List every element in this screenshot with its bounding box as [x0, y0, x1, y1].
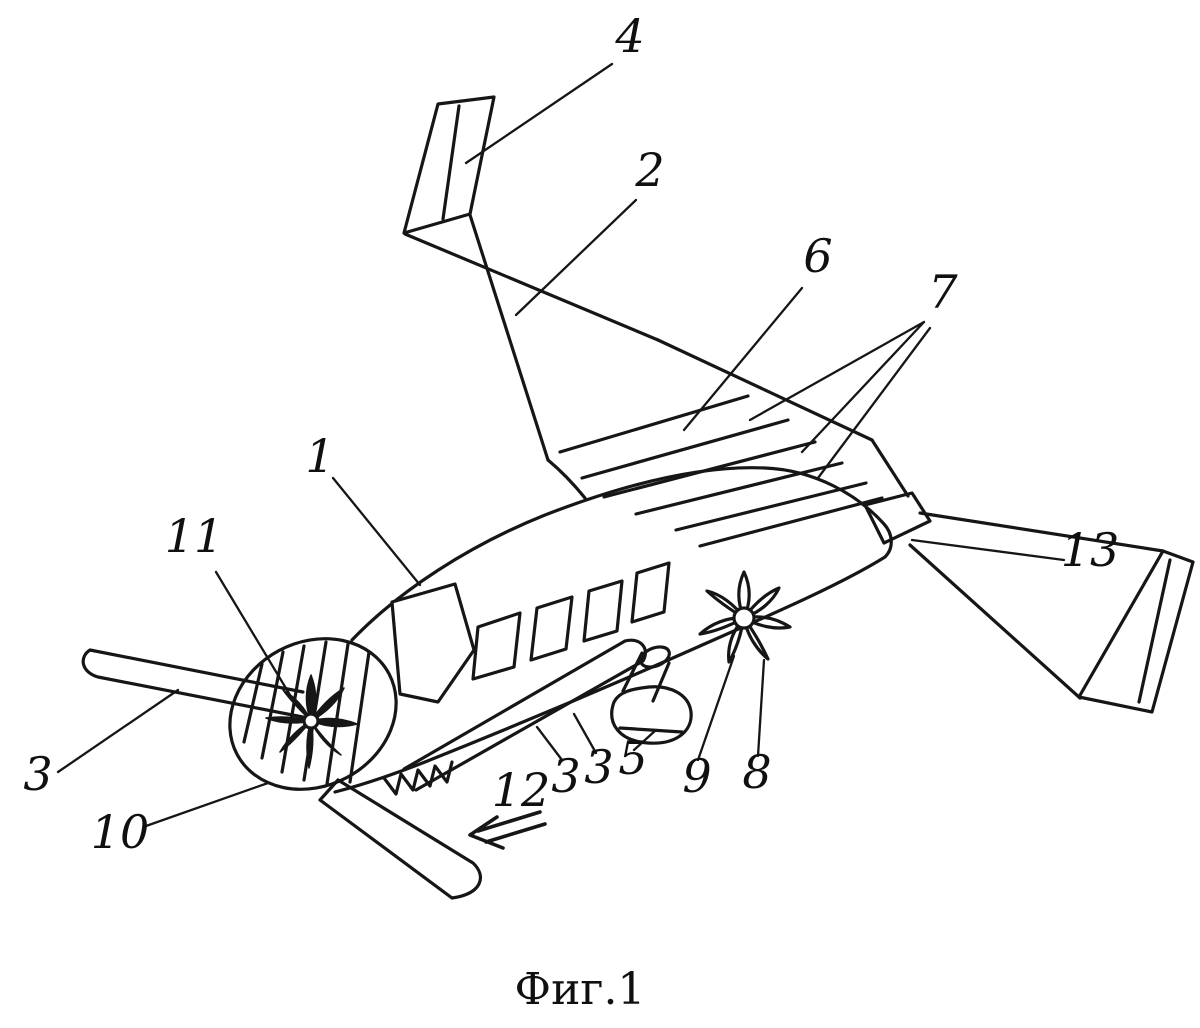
label-7: 7: [928, 265, 958, 319]
front-wing-right: [402, 638, 647, 792]
winglet-right-edge: [1137, 558, 1172, 704]
outer-wing-right: [908, 511, 1165, 700]
rear-wing-right-trailing-edge: [698, 496, 884, 548]
label-3: 3: [23, 747, 52, 801]
leader-lines: [56, 62, 1066, 828]
label-3-center-a: 3: [551, 749, 580, 803]
flight-direction-arrow-icon: [468, 810, 547, 850]
pusher-propeller-blades: [698, 570, 792, 664]
front-propeller-blades: [265, 674, 358, 769]
rear-wing-left: [403, 213, 660, 462]
pusher-propeller-hub: [732, 606, 756, 630]
lower-left-surface: [318, 778, 483, 900]
pusher-propeller: [698, 570, 792, 664]
label-1: 1: [305, 429, 334, 483]
flap-division-lines: [558, 394, 868, 532]
root-fringe-hatching: [382, 760, 454, 796]
figure-caption: Фиг.1: [515, 964, 646, 1015]
winglet-left: [402, 95, 496, 235]
label-12: 12: [492, 763, 551, 817]
cowl-shading-lines: [242, 640, 371, 786]
label-6: 6: [803, 229, 832, 283]
front-propeller-hub: [302, 712, 320, 730]
rear-wing-right-leading-edge: [656, 338, 874, 442]
pod-pylon-cap: [639, 645, 671, 669]
label-10: 10: [91, 805, 150, 859]
pod-body-line: [618, 726, 684, 734]
reference-numerals: 1 2 3 4 5 6 7 8 9 10 11 12 13 3 3: [23, 9, 1119, 859]
label-13: 13: [1061, 523, 1120, 577]
pod-body: [610, 685, 693, 745]
cabin-windows: [471, 561, 671, 681]
front-wing-left: [81, 648, 310, 720]
mid-span-fin: [863, 438, 932, 545]
front-propeller: [265, 674, 358, 769]
label-8: 8: [742, 745, 771, 799]
label-9: 9: [682, 749, 711, 803]
label-3-center-b: 3: [584, 740, 613, 794]
canopy: [390, 582, 476, 704]
label-11: 11: [165, 509, 224, 563]
aircraft-drawing: [81, 95, 1195, 900]
winglet-left-edge: [441, 104, 461, 221]
label-5: 5: [618, 731, 647, 785]
label-4: 4: [614, 9, 644, 63]
nose-cowl: [228, 637, 398, 791]
engine-pod: [610, 645, 693, 745]
pod-pylon: [621, 651, 671, 703]
winglet-right: [1077, 549, 1195, 714]
wing-root-fairing: [546, 458, 587, 500]
label-2: 2: [634, 143, 664, 197]
